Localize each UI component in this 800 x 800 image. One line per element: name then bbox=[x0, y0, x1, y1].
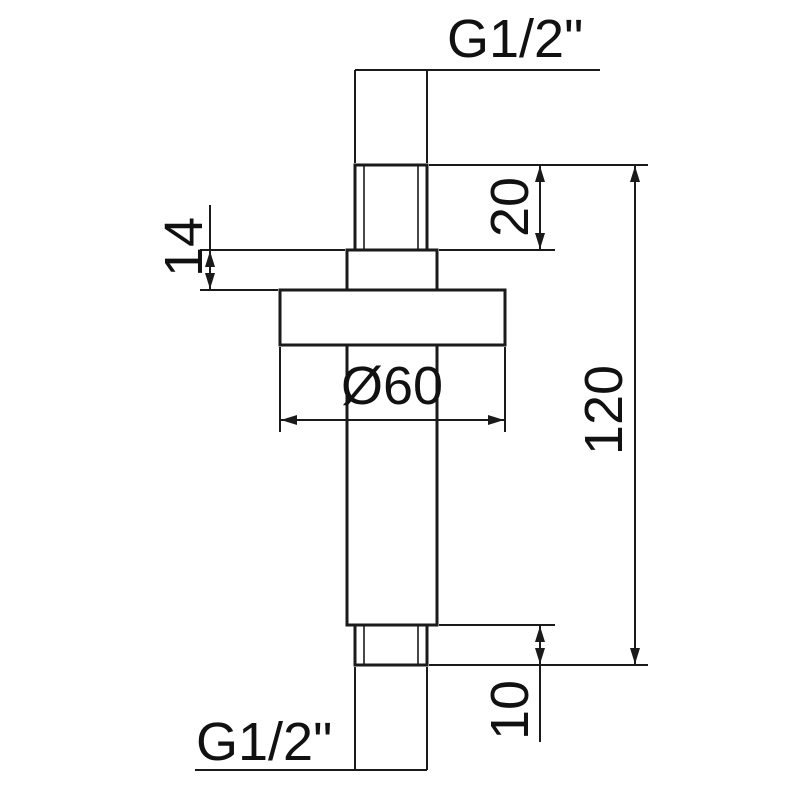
label-collar-height: 14 bbox=[154, 217, 214, 277]
dim-top-thread-size: G1/2" bbox=[354, 9, 600, 163]
top-thread bbox=[353, 163, 429, 252]
dim-bottom-thread-size: G1/2" bbox=[195, 667, 428, 772]
arrowhead-up bbox=[630, 166, 640, 182]
arrowhead-left bbox=[281, 415, 297, 425]
dim-bottom-thread-length: 10 bbox=[439, 624, 555, 742]
pipe-body bbox=[345, 343, 439, 627]
bottom-thread bbox=[353, 623, 429, 667]
label-bottom-thread-size: G1/2" bbox=[196, 712, 332, 772]
part-outline bbox=[278, 163, 507, 667]
arrowhead-down bbox=[205, 273, 215, 289]
label-bottom-thread-length: 10 bbox=[480, 680, 540, 740]
upper-collar bbox=[345, 248, 439, 292]
arrowhead-down bbox=[535, 233, 545, 249]
dim-flange-diameter: Ø60 bbox=[279, 347, 506, 432]
arrowhead-right bbox=[488, 415, 504, 425]
dim-collar-height: 14 bbox=[154, 205, 345, 291]
arrowhead-down bbox=[630, 648, 640, 664]
label-flange-diameter: Ø60 bbox=[341, 356, 443, 416]
arrowhead-up bbox=[535, 166, 545, 182]
arrowhead-down bbox=[535, 648, 545, 664]
dimensions: G1/2" 20 120 bbox=[154, 9, 648, 772]
arrowhead-up bbox=[535, 626, 545, 642]
label-top-thread-length: 20 bbox=[480, 177, 540, 237]
label-total-length: 120 bbox=[574, 365, 634, 455]
dim-total-length: 120 bbox=[429, 165, 648, 666]
label-top-thread-size: G1/2" bbox=[447, 9, 583, 69]
dim-top-thread-length: 20 bbox=[429, 164, 648, 251]
arrowhead-up bbox=[205, 251, 215, 267]
flange bbox=[278, 288, 507, 347]
